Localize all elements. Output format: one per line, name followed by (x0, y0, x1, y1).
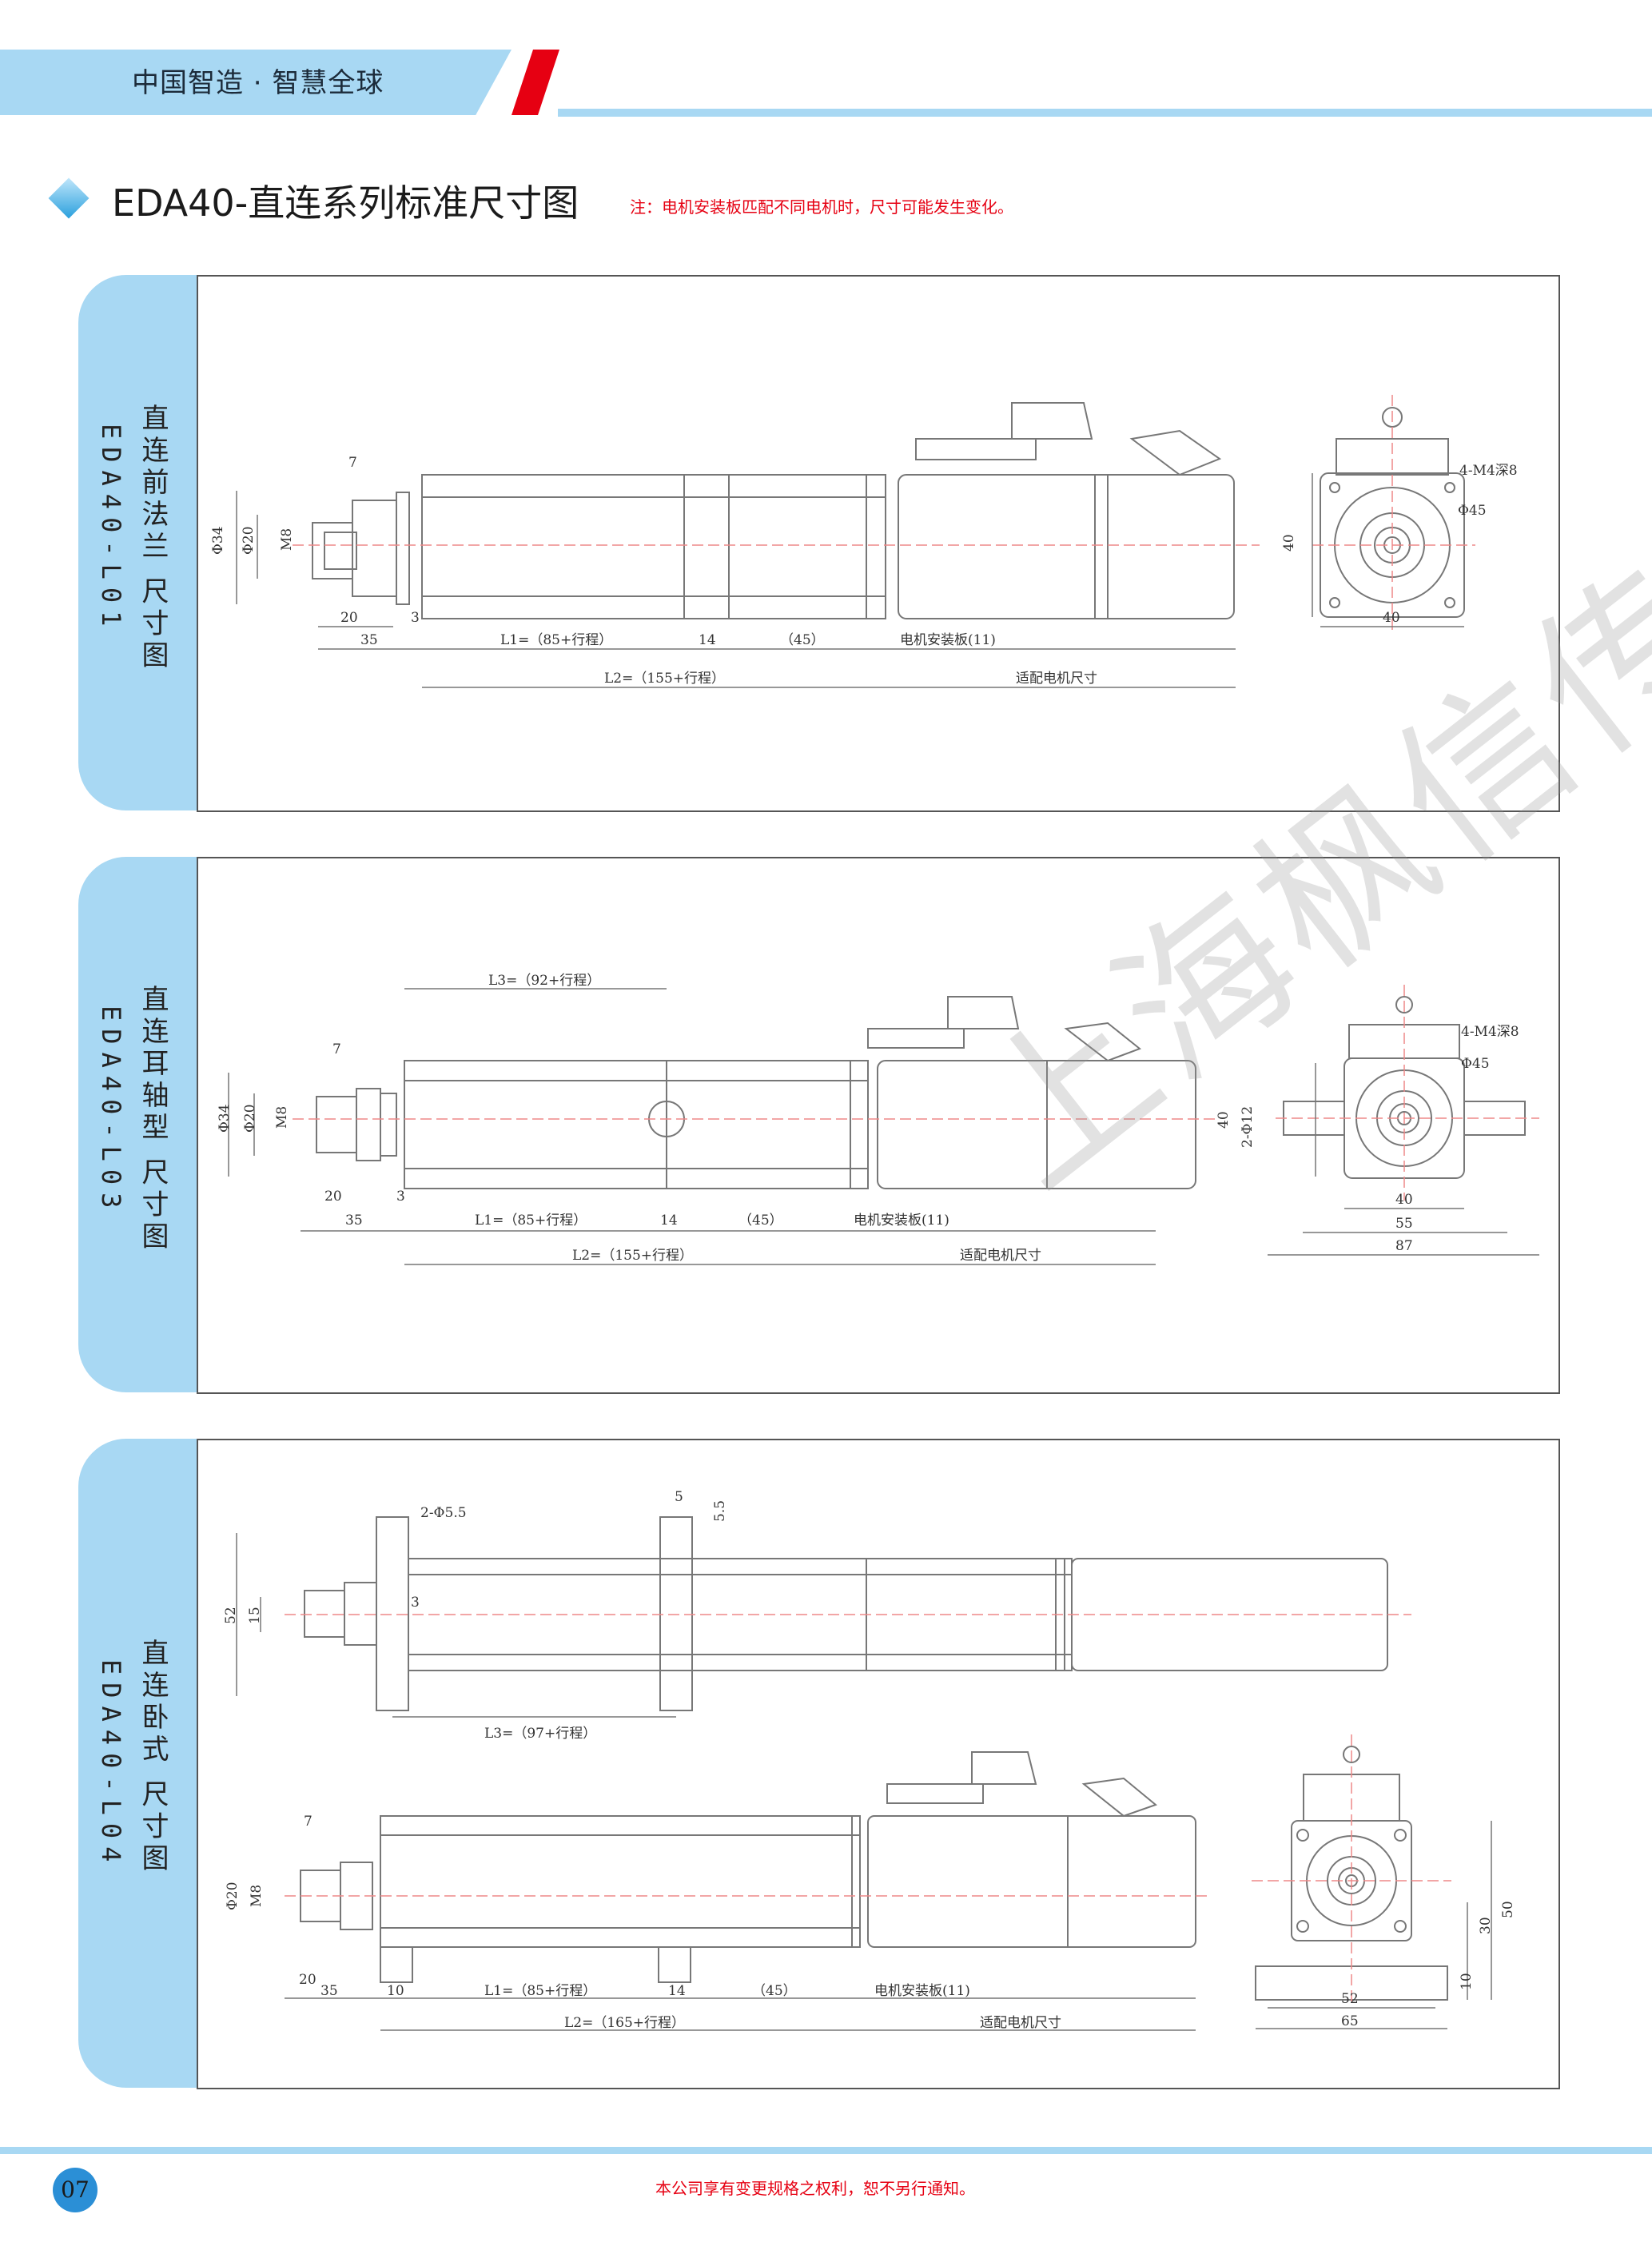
dim-7: 7 (348, 455, 357, 471)
page-title: EDA40-直连系列标准尺寸图 (112, 181, 579, 225)
dim-14: 14 (668, 1983, 686, 1999)
dim-l3: L3=（97+行程） (484, 1726, 596, 1742)
panel3-frame (197, 1439, 1560, 2089)
dim-14: 14 (660, 1213, 678, 1229)
dim-h52: 52 (1341, 1991, 1359, 2007)
dim-m8: M8 (279, 528, 295, 551)
dim-phi20: Φ20 (225, 1882, 241, 1910)
dim-h40: 40 (1383, 610, 1400, 626)
dim-trun: 2-Φ12 (1240, 1106, 1256, 1148)
dim-20: 20 (324, 1189, 342, 1205)
dim-v50: 50 (1500, 1901, 1516, 1918)
dim-7: 7 (304, 1814, 312, 1830)
panel3-drawing: 2-Φ5.5 5 5.5 52 15 3 L3=（97+行程） 7 Φ20 M8… (223, 1489, 1516, 2031)
dim-5-5: 5.5 (712, 1500, 728, 1522)
panel1-tab-code: EDA40-L01 (96, 424, 126, 635)
dim-holes: 2-Φ5.5 (420, 1505, 467, 1521)
dim-phi34: Φ34 (210, 526, 226, 555)
dim-holes: 4-M4深8 (1461, 1024, 1519, 1040)
dim-m8: M8 (249, 1885, 265, 1907)
dim-l2: L2=（155+行程） (604, 671, 725, 687)
dim-35: 35 (320, 1983, 338, 1999)
header-band (0, 50, 512, 115)
dim-10: 10 (387, 1983, 404, 1999)
dim-3: 3 (411, 1595, 420, 1611)
dim-plate: 电机安装板(11) (854, 1213, 949, 1229)
header-red-stripe (512, 50, 559, 115)
dim-5: 5 (675, 1489, 683, 1505)
dim-h40: 40 (1395, 1192, 1413, 1208)
panel1-frame (197, 275, 1560, 812)
panel2-tab-code: EDA40-L03 (96, 1006, 126, 1217)
dim-h87: 87 (1395, 1238, 1413, 1254)
panel3-tab (78, 1439, 198, 2088)
dim-v10: 10 (1459, 1973, 1475, 1990)
dim-phi45: Φ45 (1458, 503, 1487, 519)
panel1-tab-title: 直连前法兰 尺寸图 (137, 404, 169, 673)
dim-v52: 52 (223, 1607, 239, 1624)
dim-phi34: Φ34 (217, 1104, 233, 1133)
dim-phi20: Φ20 (242, 1104, 258, 1133)
dim-l1: L1=（85+行程） (475, 1213, 587, 1229)
dim-3: 3 (396, 1189, 405, 1205)
dim-plate: 电机安装板(11) (900, 632, 996, 648)
dim-l3: L3=（92+行程） (488, 973, 600, 989)
dim-14: 14 (699, 632, 716, 648)
footer-rule (0, 2147, 1652, 2154)
dim-35: 35 (360, 632, 378, 648)
dim-motor: 适配电机尺寸 (1016, 671, 1097, 687)
dim-v30: 30 (1478, 1917, 1494, 1934)
panel3-tab-code: EDA40-L04 (96, 1659, 126, 1870)
dim-45: （45） (738, 1213, 783, 1229)
dim-v15: 15 (247, 1607, 263, 1624)
copyright-notice: 本公司享有变更规格之权利，恕不另行通知。 (655, 2179, 975, 2198)
dim-motor: 适配电机尺寸 (960, 1248, 1041, 1264)
dim-7: 7 (332, 1041, 341, 1057)
page-note: 注：电机安装板匹配不同电机时，尺寸可能发生变化。 (630, 197, 1013, 217)
dim-l1: L1=（85+行程） (500, 632, 612, 648)
dim-v40: 40 (1281, 534, 1297, 552)
dim-m8: M8 (274, 1106, 290, 1129)
panel2-tab (78, 857, 198, 1392)
dim-l2: L2=（155+行程） (572, 1248, 693, 1264)
dim-20: 20 (340, 610, 358, 626)
dim-h55: 55 (1395, 1216, 1413, 1232)
panel1-tab (78, 275, 198, 810)
dim-l1: L1=（85+行程） (484, 1983, 596, 1999)
header-slogan: 中国智造 · 智慧全球 (132, 67, 384, 99)
dim-h65: 65 (1341, 2013, 1359, 2029)
dim-3: 3 (411, 610, 420, 626)
panel1-drawing: 7 Φ34 Φ20 M8 20 3 35 L1=（85+行程） 14 （45） … (210, 395, 1518, 688)
panel2-tab-title: 直连耳轴型 尺寸图 (137, 985, 169, 1254)
dim-35: 35 (345, 1213, 363, 1229)
dim-motor: 适配电机尺寸 (980, 2015, 1061, 2031)
dim-v40: 40 (1216, 1111, 1232, 1129)
dim-45: （45） (780, 632, 825, 648)
dim-l2: L2=（165+行程） (564, 2015, 685, 2031)
dim-phi20: Φ20 (241, 526, 257, 555)
dim-plate: 电机安装板(11) (874, 1983, 970, 1999)
dim-45: （45） (752, 1983, 797, 1999)
diamond-icon (48, 177, 90, 219)
dim-phi45: Φ45 (1461, 1056, 1490, 1072)
header-rule (558, 109, 1652, 117)
dim-holes: 4-M4深8 (1459, 463, 1518, 479)
panel3-tab-title: 直连卧式 尺寸图 (137, 1639, 169, 1876)
page-number: 07 (53, 2168, 98, 2212)
panel2-drawing: L3=（92+行程） 7 Φ34 Φ20 M8 20 3 35 L1=（85+行… (217, 973, 1539, 1265)
dim-20: 20 (299, 1972, 316, 1988)
